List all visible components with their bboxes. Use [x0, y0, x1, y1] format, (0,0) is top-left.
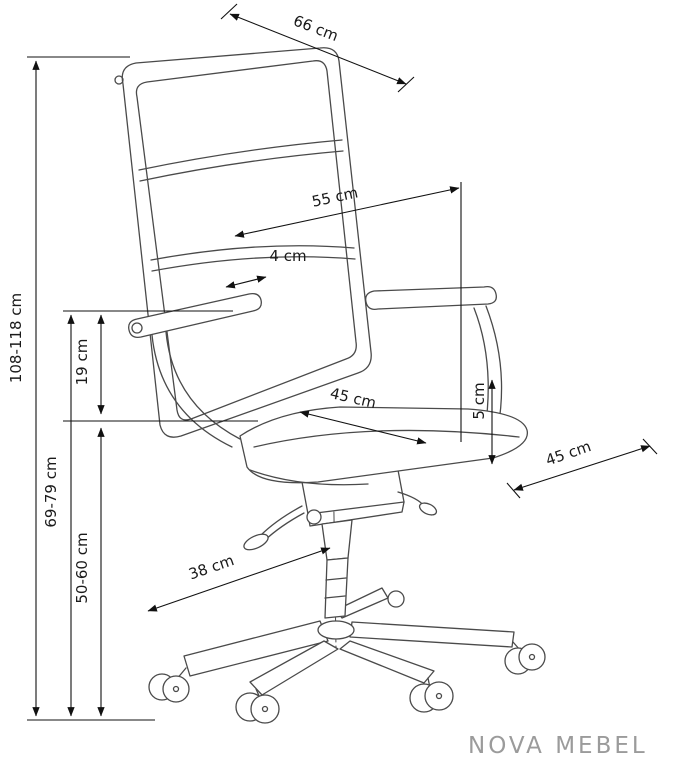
base-leg-right	[349, 621, 515, 648]
chair-drawing	[114, 47, 546, 724]
right-armrest-pad	[365, 286, 497, 310]
label-armrest-height: 69-79 cm	[42, 456, 60, 527]
label-backrest-side: 4 cm	[269, 247, 306, 265]
backrest-outline	[121, 47, 372, 438]
label-backrest-width: 66 cm	[291, 12, 341, 46]
label-cushion-thickness: 5 cm	[470, 382, 488, 419]
caster-left	[148, 667, 190, 703]
label-seat-height: 50-60 cm	[73, 532, 91, 603]
caster-right	[504, 641, 546, 675]
brand-logo: NOVA MEBEL	[468, 733, 648, 759]
base-leg-front-right	[339, 640, 435, 684]
label-seat-width: 45 cm	[543, 437, 593, 469]
left-armrest-pad	[128, 292, 262, 338]
label-overall-height: 108-118 cm	[7, 293, 25, 383]
caster-front-right	[409, 677, 454, 713]
backrest-inner-panel	[135, 60, 357, 421]
dimension-lines	[27, 3, 658, 721]
caster-front-left	[235, 688, 280, 724]
label-base-leg-span: 38 cm	[186, 551, 236, 583]
label-armrest-above-seat: 19 cm	[73, 339, 91, 386]
